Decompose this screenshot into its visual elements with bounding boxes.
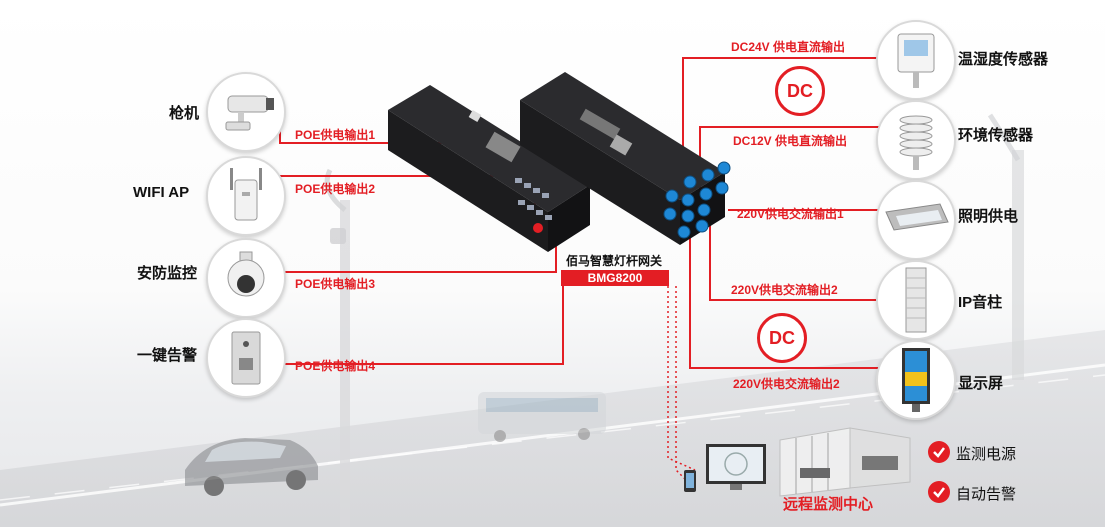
device-circle-display-screen xyxy=(876,340,956,420)
poe-label-2: POE供电输出2 xyxy=(295,182,376,196)
ac-output-1-label: 220V供电交流输出1 xyxy=(737,207,844,221)
environment-sensor-icon xyxy=(899,115,933,170)
device-circle-bullet-camera xyxy=(206,72,286,152)
device-label-display-screen: 显示屏 xyxy=(958,375,1004,392)
alarm-button-icon xyxy=(231,331,261,385)
control-room-icon xyxy=(779,427,911,497)
poe-label-4: POE供电输出4 xyxy=(295,359,376,373)
wifi-ap-icon xyxy=(230,168,262,221)
feature-auto-alarm: 自动告警 xyxy=(956,486,1017,503)
device-label-street-lamp: 照明供电 xyxy=(958,208,1019,225)
column-speaker-icon xyxy=(905,267,927,333)
remote-link-2 xyxy=(675,286,691,485)
poe-line-4 xyxy=(280,285,564,365)
display-screen-icon xyxy=(902,348,930,412)
gateway-box-left xyxy=(388,85,590,252)
device-circle-environment xyxy=(876,100,956,180)
device-label-bullet-camera: 枪机 xyxy=(169,105,200,122)
ac-output-3-label: 220V供电交流输出2 xyxy=(733,377,840,391)
feature-monitor-power: 监测电源 xyxy=(956,446,1017,463)
gateway-model-badge: BMG8200 xyxy=(561,270,669,286)
device-label-wifi-ap: WIFI AP xyxy=(133,184,190,201)
device-circle-wifi-ap xyxy=(206,156,286,236)
device-circle-alarm-button xyxy=(206,318,286,398)
device-label-column-speaker: IP音柱 xyxy=(958,294,1003,311)
device-circle-dome-camera xyxy=(206,238,286,318)
dome-camera-icon xyxy=(227,251,265,297)
device-label-temp-humidity: 温湿度传感器 xyxy=(958,51,1049,68)
dc-badge-top: DC xyxy=(775,66,825,116)
check-icon xyxy=(928,481,950,503)
device-label-dome-camera: 安防监控 xyxy=(137,265,198,282)
ac-line-3 xyxy=(689,222,880,369)
ac-output-2-label: 220V供电交流输出2 xyxy=(731,283,838,297)
street-lamp-icon xyxy=(885,203,949,231)
phone-icon xyxy=(684,470,696,492)
device-label-alarm-button: 一键告警 xyxy=(137,347,198,364)
dc12v-label: DC12V 供电直流输出 xyxy=(733,134,848,148)
poe-label-3: POE供电输出3 xyxy=(295,277,376,291)
ac-line-2 xyxy=(709,222,880,301)
device-label-environment: 环境传感器 xyxy=(958,127,1034,144)
device-circle-temp-humidity xyxy=(876,20,956,100)
temp-humidity-sensor-icon xyxy=(897,33,935,88)
remote-link-1 xyxy=(667,286,696,471)
device-circle-street-lamp xyxy=(876,180,956,260)
dc24v-label: DC24V 供电直流输出 xyxy=(731,40,846,54)
gateway-title: 佰马智慧灯杆网关 xyxy=(566,254,663,268)
dc-badge-bottom: DC xyxy=(757,313,807,363)
monitor-screen-icon xyxy=(706,444,766,490)
bullet-camera-icon xyxy=(225,95,274,131)
monitor-center-label: 远程监测中心 xyxy=(783,496,874,513)
poe-label-1: POE供电输出1 xyxy=(295,128,376,142)
device-circle-column-speaker xyxy=(876,260,956,340)
check-icon xyxy=(928,441,950,463)
